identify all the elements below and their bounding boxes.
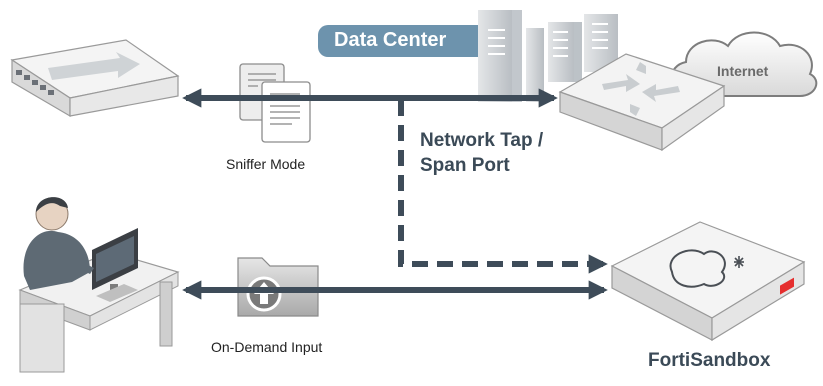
fortisandbox-appliance-icon — [610, 221, 806, 342]
data-center-label: Data Center — [334, 29, 447, 51]
connection-arrows — [182, 88, 608, 300]
network-tap-line2: Span Port — [420, 155, 510, 176]
sniffer-mode-label: Sniffer Mode — [226, 156, 306, 172]
data-center-badge — [318, 25, 478, 57]
internet-cloud-icon — [671, 31, 818, 97]
internet-label: Internet — [717, 63, 769, 79]
network-tap-label: Network Tap / Span Port — [420, 128, 543, 178]
fortisandbox-label: FortiSandbox — [648, 350, 771, 371]
switch-appliance-icon — [10, 39, 180, 118]
user-workstation-icon — [18, 197, 180, 373]
network-tap-line1: Network Tap / — [420, 130, 544, 151]
on-demand-input-label: On-Demand Input — [211, 339, 323, 355]
document-icon — [239, 63, 311, 143]
tap-dashed-arrow — [398, 100, 608, 274]
router-appliance-icon — [558, 53, 726, 152]
